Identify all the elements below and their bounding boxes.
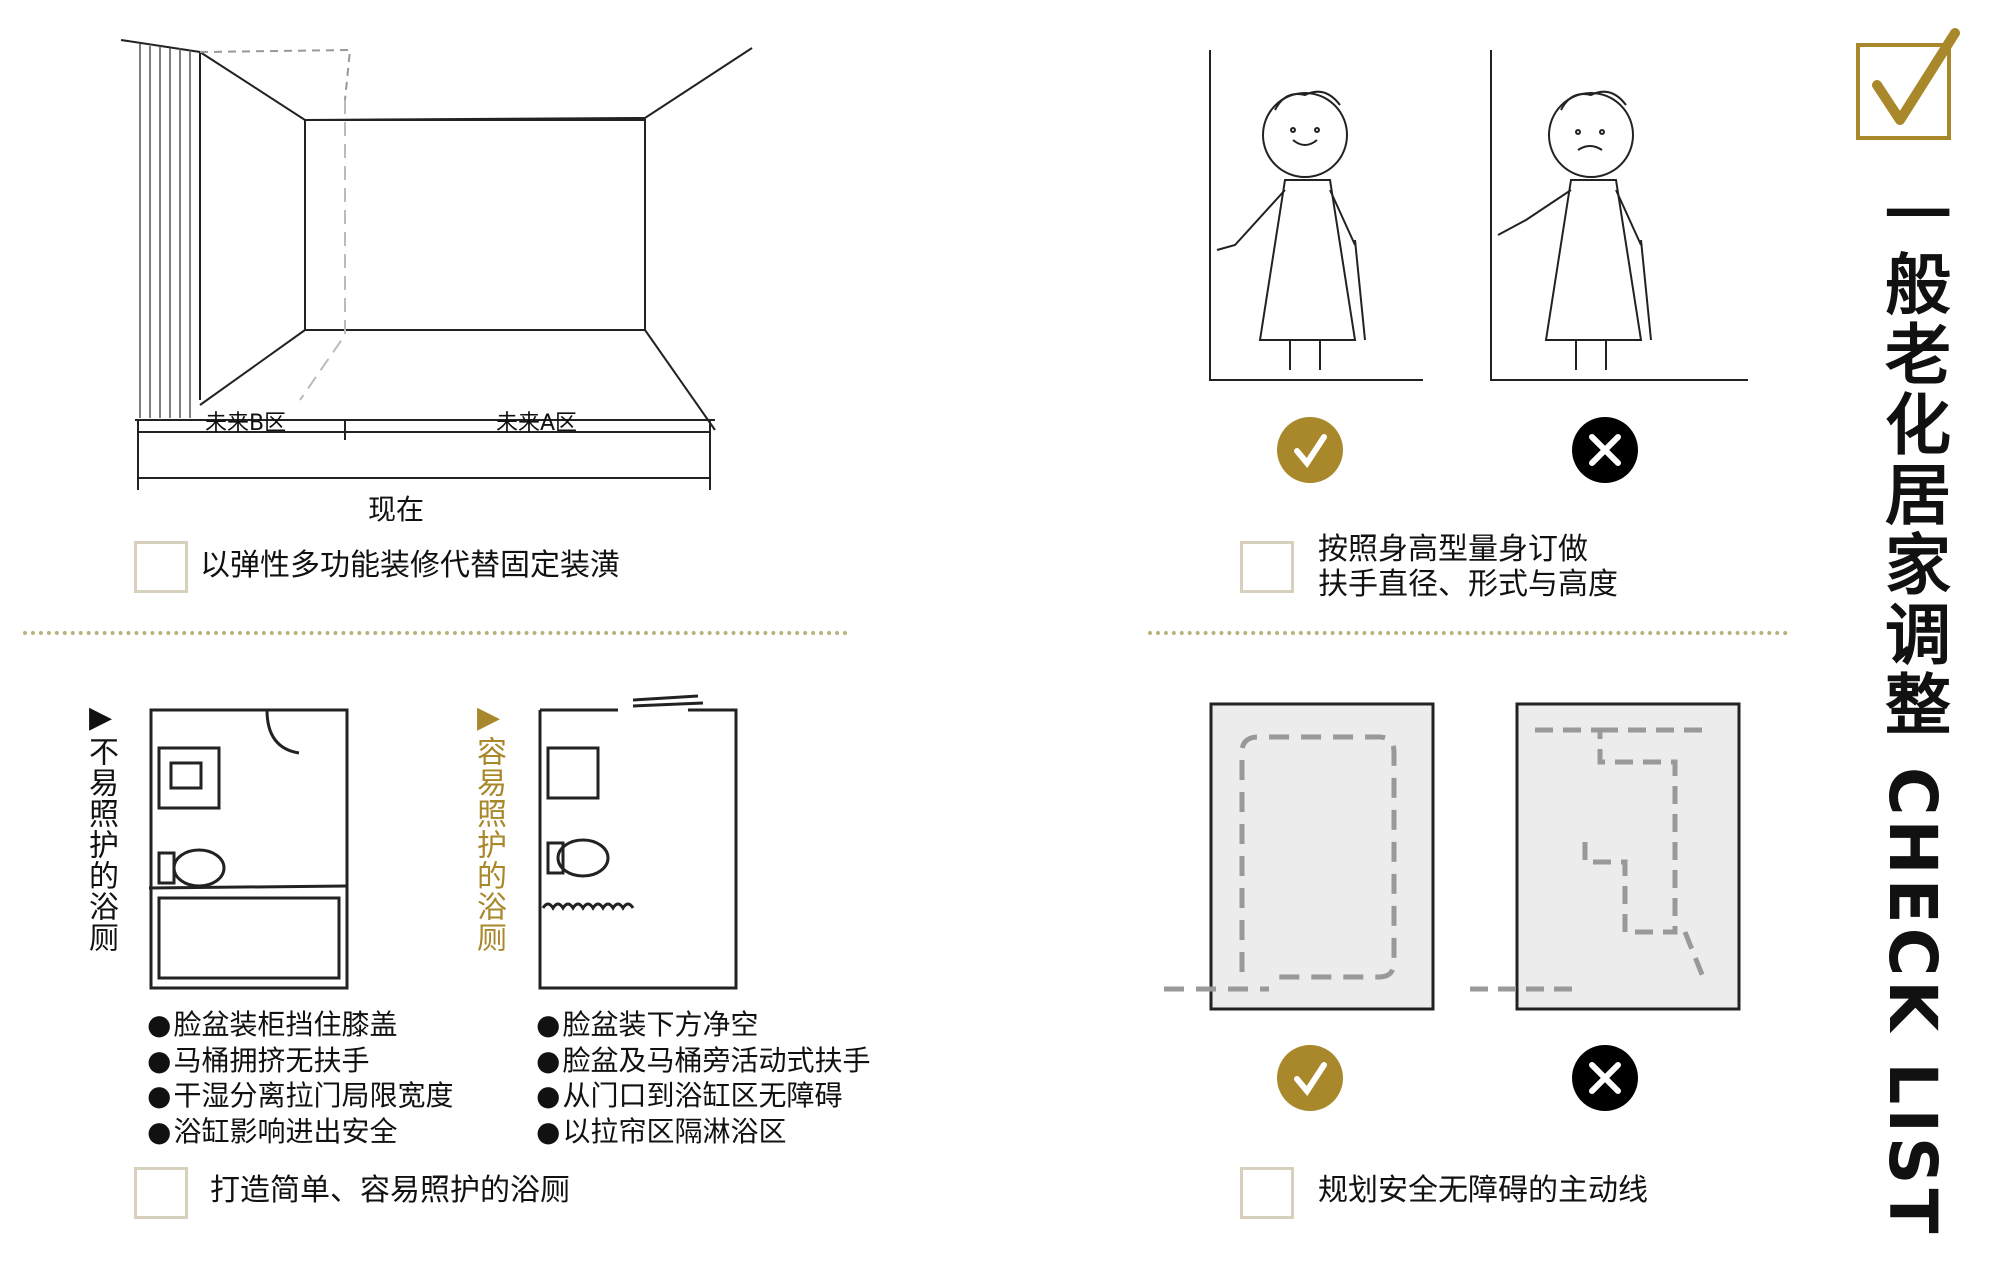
item-label: 以弹性多功能装修代替固定装潢	[200, 548, 620, 583]
item-label-line2: 扶手直径、形式与高度	[1318, 567, 1618, 602]
handrail-illustration-bad	[1490, 50, 1748, 381]
good-bathroom-points: 脸盆装下方净空 脸盆及马桶旁活动式扶手 从门口到浴缸区无障碍 以拉帘区隔淋浴区	[536, 1007, 870, 1149]
checkbox-easy-bathroom[interactable]	[134, 1167, 188, 1219]
list-item: 脸盆装柜挡住膝盖	[147, 1007, 453, 1043]
list-item: 脸盆装下方净空	[536, 1007, 870, 1043]
checkbox-flexible-decor[interactable]	[134, 541, 188, 593]
list-item: 浴缸影响进出安全	[147, 1114, 453, 1150]
bad-bathroom-title: ▶不易照护的浴厕	[83, 700, 118, 953]
good-bathroom-title: ▶容易照护的浴厕	[471, 700, 506, 953]
divider-right	[1148, 631, 1788, 635]
x-circle-icon	[1572, 1045, 1638, 1111]
list-item: 马桶拥挤无扶手	[147, 1043, 453, 1079]
page-title: 一般老化居家调整 CHECK LIST	[1874, 180, 1951, 1238]
now-label: 现在	[368, 493, 425, 526]
x-circle-icon	[1572, 417, 1638, 483]
list-item: 从门口到浴缸区无障碍	[536, 1078, 870, 1114]
check-circle-icon	[1277, 417, 1343, 483]
checked-box-icon	[1856, 28, 1960, 140]
room-sketch	[120, 39, 753, 490]
item-label: 规划安全无障碍的主动线	[1318, 1173, 1648, 1208]
zone-a-label: 未来A区	[496, 411, 578, 436]
circulation-plan-bad	[1470, 702, 1741, 1011]
check-circle-icon	[1277, 1045, 1343, 1111]
good-bathroom-plan	[538, 694, 738, 990]
item-label-line1: 按照身高型量身订做	[1318, 532, 1588, 567]
divider-left	[23, 631, 848, 635]
handrail-illustration-good	[1209, 50, 1423, 381]
list-item: 干湿分离拉门局限宽度	[147, 1078, 453, 1114]
item-label: 打造简单、容易照护的浴厕	[210, 1173, 570, 1208]
zone-b-label: 未来B区	[205, 411, 287, 436]
checkbox-custom-handrail[interactable]	[1240, 541, 1294, 593]
list-item: 脸盆及马桶旁活动式扶手	[536, 1043, 870, 1079]
bad-bathroom-plan	[148, 708, 349, 990]
checkbox-safe-circulation[interactable]	[1240, 1167, 1294, 1219]
circulation-plan-good	[1164, 702, 1435, 1011]
bad-bathroom-points: 脸盆装柜挡住膝盖 马桶拥挤无扶手 干湿分离拉门局限宽度 浴缸影响进出安全	[147, 1007, 453, 1149]
list-item: 以拉帘区隔淋浴区	[536, 1114, 870, 1150]
